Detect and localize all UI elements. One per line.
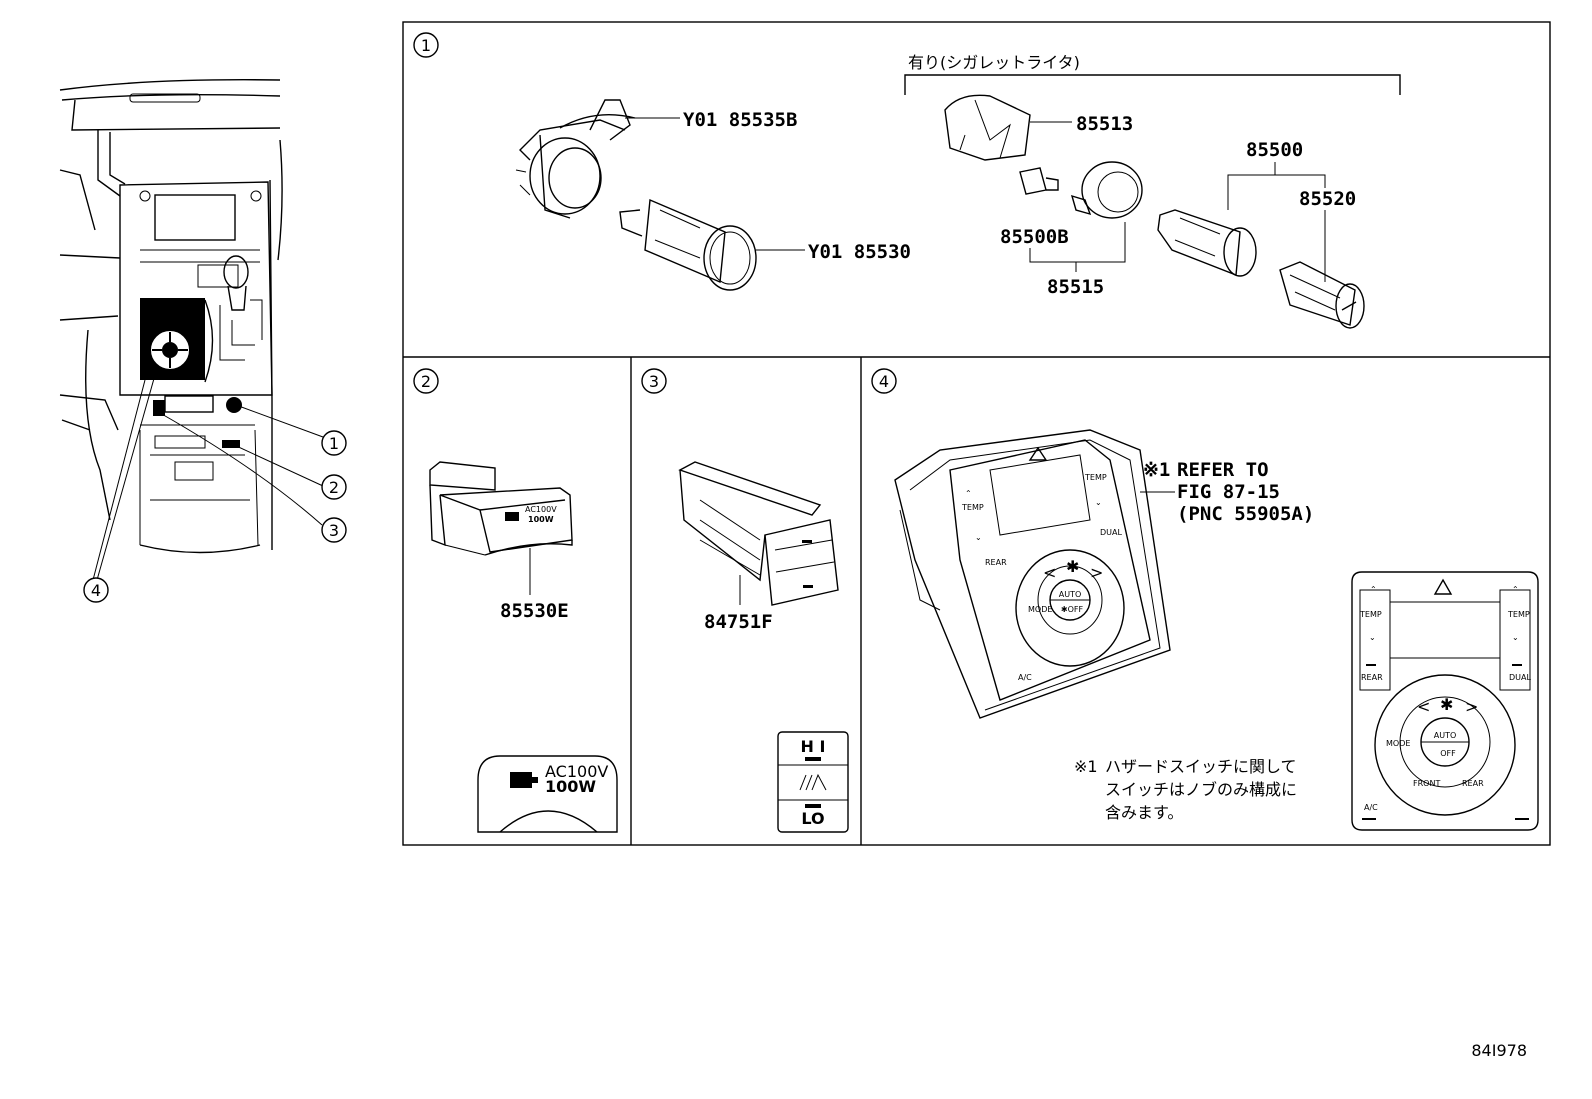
label-panel4-note_line3: 含みます。 (1105, 803, 1183, 822)
svg-text:⌄: ⌄ (975, 533, 982, 542)
label-panel4-ctrl-temp_left: TEMP (1359, 610, 1382, 619)
ring-85515 (1070, 161, 1143, 219)
label-panel2-inset_line1: AC100V (545, 762, 608, 781)
label-panel2-part: 85530E (500, 600, 569, 622)
panel-1: 1 Y01 85535B Y01 85530 有り(シガレットライタ) (413, 32, 1401, 329)
svg-text:A/C: A/C (1018, 673, 1032, 682)
svg-text:⌄: ⌄ (1095, 498, 1102, 507)
svg-text:⌄: ⌄ (1512, 633, 1519, 642)
svg-text:100W: 100W (528, 515, 554, 524)
svg-text:DUAL: DUAL (1100, 528, 1122, 537)
label-panel3-inset_lo: LO (801, 809, 824, 828)
svg-text:>: > (1090, 563, 1103, 582)
lighter-socket (1157, 209, 1257, 277)
lighter-plug (1279, 261, 1365, 329)
label-panel4-ctrl-front: FRONT (1413, 779, 1440, 788)
label-panel2-index: 2 (421, 372, 431, 391)
label-callouts-1: 2 (329, 478, 339, 497)
figure-code: 84I978 (1471, 1041, 1527, 1060)
group-label-cigarette-lighter: 有り(シガレットライタ) (908, 53, 1080, 72)
svg-text:TEMP: TEMP (961, 503, 984, 512)
svg-text:AC100V: AC100V (525, 505, 557, 514)
climate-control-front-view: ⌃ TEMP ⌄ REAR ⌃ TEMP ⌄ DUAL AUTO OFF MOD… (1351, 571, 1539, 831)
svg-text:<: < (1043, 563, 1056, 582)
svg-text:✱OFF: ✱OFF (1061, 605, 1084, 614)
socket-cylinder (619, 198, 757, 291)
panel-2: 2 AC100V 100W 85530E AC100V 100W (413, 368, 618, 833)
label-panel4-ctrl-rear2: REAR (1462, 779, 1484, 788)
panel-3: 3 84751F H I LO (641, 368, 849, 833)
callout-2 (321, 474, 347, 500)
callout-3 (321, 517, 347, 543)
svg-text:AUTO: AUTO (1059, 590, 1082, 599)
bulb-85500b (1019, 167, 1059, 195)
climate-control-assembly: AUTO ✱OFF MODE < > ✱ ⌃ TEMP ⌄ REAR TEMP … (894, 429, 1171, 719)
svg-text:<: < (1417, 697, 1430, 716)
svg-text:⌄: ⌄ (1369, 633, 1376, 642)
label-panel4-ctrl-mode: MODE (1386, 739, 1410, 748)
holder-85513 (944, 94, 1031, 161)
label-panel4-note_line1: ハザードスイッチに関して (1105, 757, 1297, 776)
label-panel4-ctrl-rear: REAR (1361, 673, 1383, 682)
svg-text:⌃: ⌃ (1370, 585, 1377, 594)
svg-text:MODE: MODE (1028, 605, 1052, 614)
label-panel4-ctrl-temp_right: TEMP (1507, 610, 1530, 619)
svg-text:✱: ✱ (1066, 557, 1079, 576)
label-panel4-ctrl-ac: A/C (1364, 803, 1378, 812)
label-panel1-parts-p7: 85515 (1047, 276, 1104, 298)
label-panel4-ref_line2: FIG 87-15 (1177, 481, 1280, 503)
label-panel2-inset_line2: 100W (545, 777, 596, 796)
ref-mark: ※1 (1143, 459, 1170, 481)
label-panel4-ctrl-off: OFF (1440, 749, 1456, 758)
label-callouts-3: 4 (91, 581, 101, 600)
svg-text:✱: ✱ (1440, 695, 1453, 714)
label-panel1-index: 1 (421, 36, 431, 55)
svg-text:TEMP: TEMP (1084, 473, 1107, 482)
svg-text:⌃: ⌃ (1512, 585, 1519, 594)
ac100v-inset: AC100V 100W (477, 755, 618, 833)
label-panel1-parts-p3: 85513 (1076, 113, 1133, 135)
panel-frames (402, 21, 1551, 846)
label-panel3-inset_hi: H I (801, 737, 826, 756)
label-panel4-ctrl-dual: DUAL (1509, 673, 1531, 682)
label-panel1-parts-p6: 85500B (1000, 226, 1069, 248)
svg-text:REAR: REAR (985, 558, 1007, 567)
callout-1 (321, 430, 347, 456)
label-panel1-parts-p5: 85520 (1299, 188, 1356, 210)
ac100v-switch: AC100V 100W (429, 461, 573, 556)
panel-4: 4 AUTO ✱OFF MODE < > ✱ ⌃ TEMP ⌄ REAR TE (871, 368, 1539, 831)
svg-text:>: > (1465, 697, 1478, 716)
panel-1-index (413, 32, 439, 58)
label-panel4-note_line2: スイッチはノブのみ構成に (1105, 780, 1297, 799)
part-label-y01-85530: Y01 85530 (808, 241, 911, 263)
label-callouts-0: 1 (329, 434, 339, 453)
label-panel4-note_mark: ※1 (1074, 757, 1098, 776)
callout-4 (83, 577, 109, 603)
power-socket-with-cap (515, 99, 636, 219)
seat-heater-switch (678, 461, 839, 606)
label-panel4-ref_line1: REFER TO (1177, 459, 1269, 481)
label-panel4-index: 4 (879, 372, 889, 391)
label-panel4-ref_line3: (PNC 55905A) (1177, 503, 1314, 525)
svg-text:⌃: ⌃ (965, 489, 972, 498)
label-panel4-ctrl-auto: AUTO (1434, 731, 1457, 740)
label-panel3-index: 3 (649, 372, 659, 391)
part-label-y01-85535b: Y01 85535B (683, 109, 797, 131)
label-callouts-2: 3 (329, 521, 339, 540)
label-panel1-parts-p4: 85500 (1246, 139, 1303, 161)
seat-heater-inset: H I LO (777, 731, 849, 833)
console-overview: 1 2 3 4 (59, 79, 347, 603)
label-panel3-part: 84751F (704, 611, 773, 633)
